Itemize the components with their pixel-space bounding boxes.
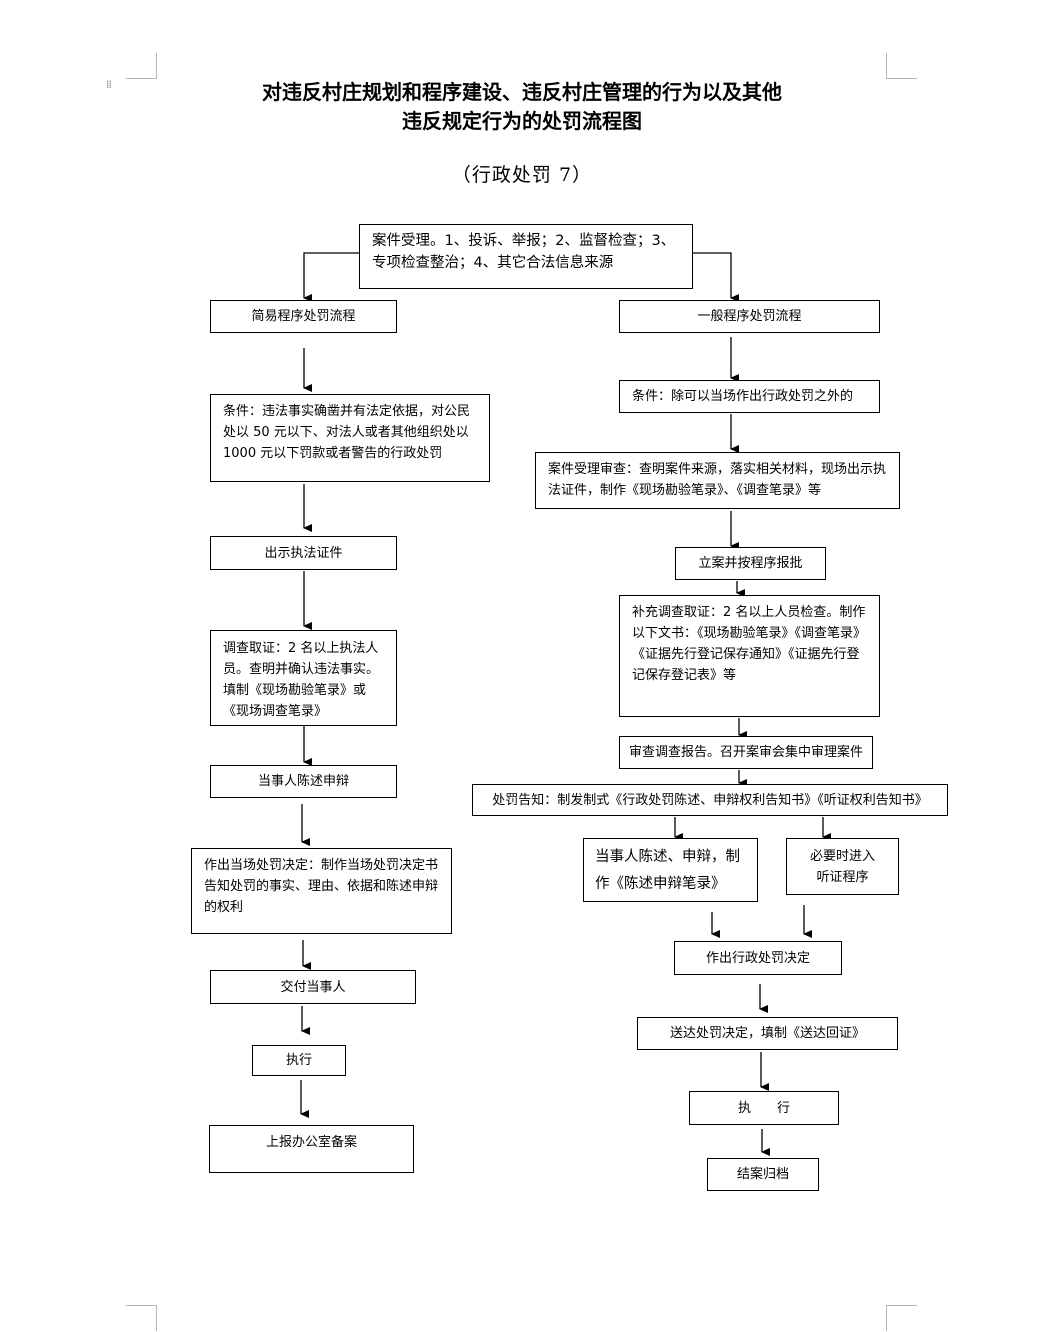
page-title-line-1: 对违反村庄规划和程序建设、违反村庄管理的行为以及其他	[262, 80, 782, 104]
serve-decision-box: 送达处罚决定，填制《送达回证》	[637, 1017, 898, 1050]
hearing-line-2: 听证程序	[816, 870, 869, 885]
hearing-line-1: 必要时进入	[809, 849, 875, 864]
penalty-notice-box: 处罚告知：制发制式《行政处罚陈述、申辩权利告知书》《听证权利告知书》	[472, 784, 948, 816]
supplementary-investigation-box: 补充调查取证：2 名以上人员检查。制作以下文书：《现场勘验笔录》《调查笔录》《证…	[619, 595, 880, 717]
general-process-header: 一般程序处罚流程	[619, 300, 880, 333]
general-statement-line-2: 作《陈述申辩笔录》	[595, 876, 726, 892]
general-statement-box: 当事人陈述、申辩，制 作《陈述申辩笔录》	[583, 838, 758, 902]
case-acceptance-line-2: 专项检查整治；4、其它合法信息来源	[372, 255, 614, 271]
deliver-box: 交付当事人	[210, 970, 416, 1004]
audit-report-box: 审查调查报告。召开案审会集中审理案件	[619, 736, 873, 769]
on-site-decision-box: 作出当场处罚决定：制作当场处罚决定书告知处罚的事实、理由、依据和陈述申辩的权利	[191, 848, 452, 934]
case-acceptance-line-1: 案件受理。1、投诉、举报；2、监督检查；3、	[372, 233, 676, 249]
margin-corner-bottom-right	[886, 1305, 917, 1331]
case-review-box: 案件受理审查：查明案件来源，落实相关材料，现场出示执法证件，制作《现场勘验笔录》…	[535, 452, 900, 509]
general-statement-line-1: 当事人陈述、申辩，制	[595, 849, 740, 865]
penalty-decision-box: 作出行政处罚决定	[674, 941, 842, 975]
simple-condition-box: 条件：违法事实确凿并有法定依据，对公民处以 50 元以下、对法人或者其他组织处以…	[210, 394, 490, 482]
margin-corner-bottom-left	[126, 1305, 157, 1331]
simple-process-header: 简易程序处罚流程	[210, 300, 397, 333]
margin-corner-top-right	[886, 53, 917, 79]
page-title-line-2: 违反规定行为的处罚流程图	[402, 109, 642, 133]
archive-box: 结案归档	[707, 1158, 819, 1191]
case-acceptance-box: 案件受理。1、投诉、举报；2、监督检查；3、 专项检查整治；4、其它合法信息来源	[359, 224, 693, 289]
simple-statement-box: 当事人陈述申辩	[210, 765, 397, 798]
simple-execute-box: 执行	[252, 1045, 346, 1076]
general-condition-box: 条件：除可以当场作出行政处罚之外的	[619, 380, 880, 413]
register-approval-box: 立案并按程序报批	[675, 547, 826, 580]
general-execute-box: 执 行	[689, 1091, 839, 1125]
margin-corner-top-left	[126, 53, 157, 79]
drag-handle-icon[interactable]: ⁞⁞	[106, 78, 112, 91]
arrow-to-general-process	[693, 252, 739, 302]
arrow-to-simple-process	[303, 252, 359, 302]
report-filing-box: 上报办公室备案	[209, 1125, 414, 1173]
hearing-box: 必要时进入 听证程序	[786, 838, 899, 895]
on-site-investigation-box: 调查取证：2 名以上执法人员。查明并确认违法事实。填制《现场勘验笔录》或《现场调…	[210, 630, 397, 726]
show-id-box: 出示执法证件	[210, 536, 397, 570]
page-subtitle: （行政处罚 7）	[451, 164, 593, 186]
